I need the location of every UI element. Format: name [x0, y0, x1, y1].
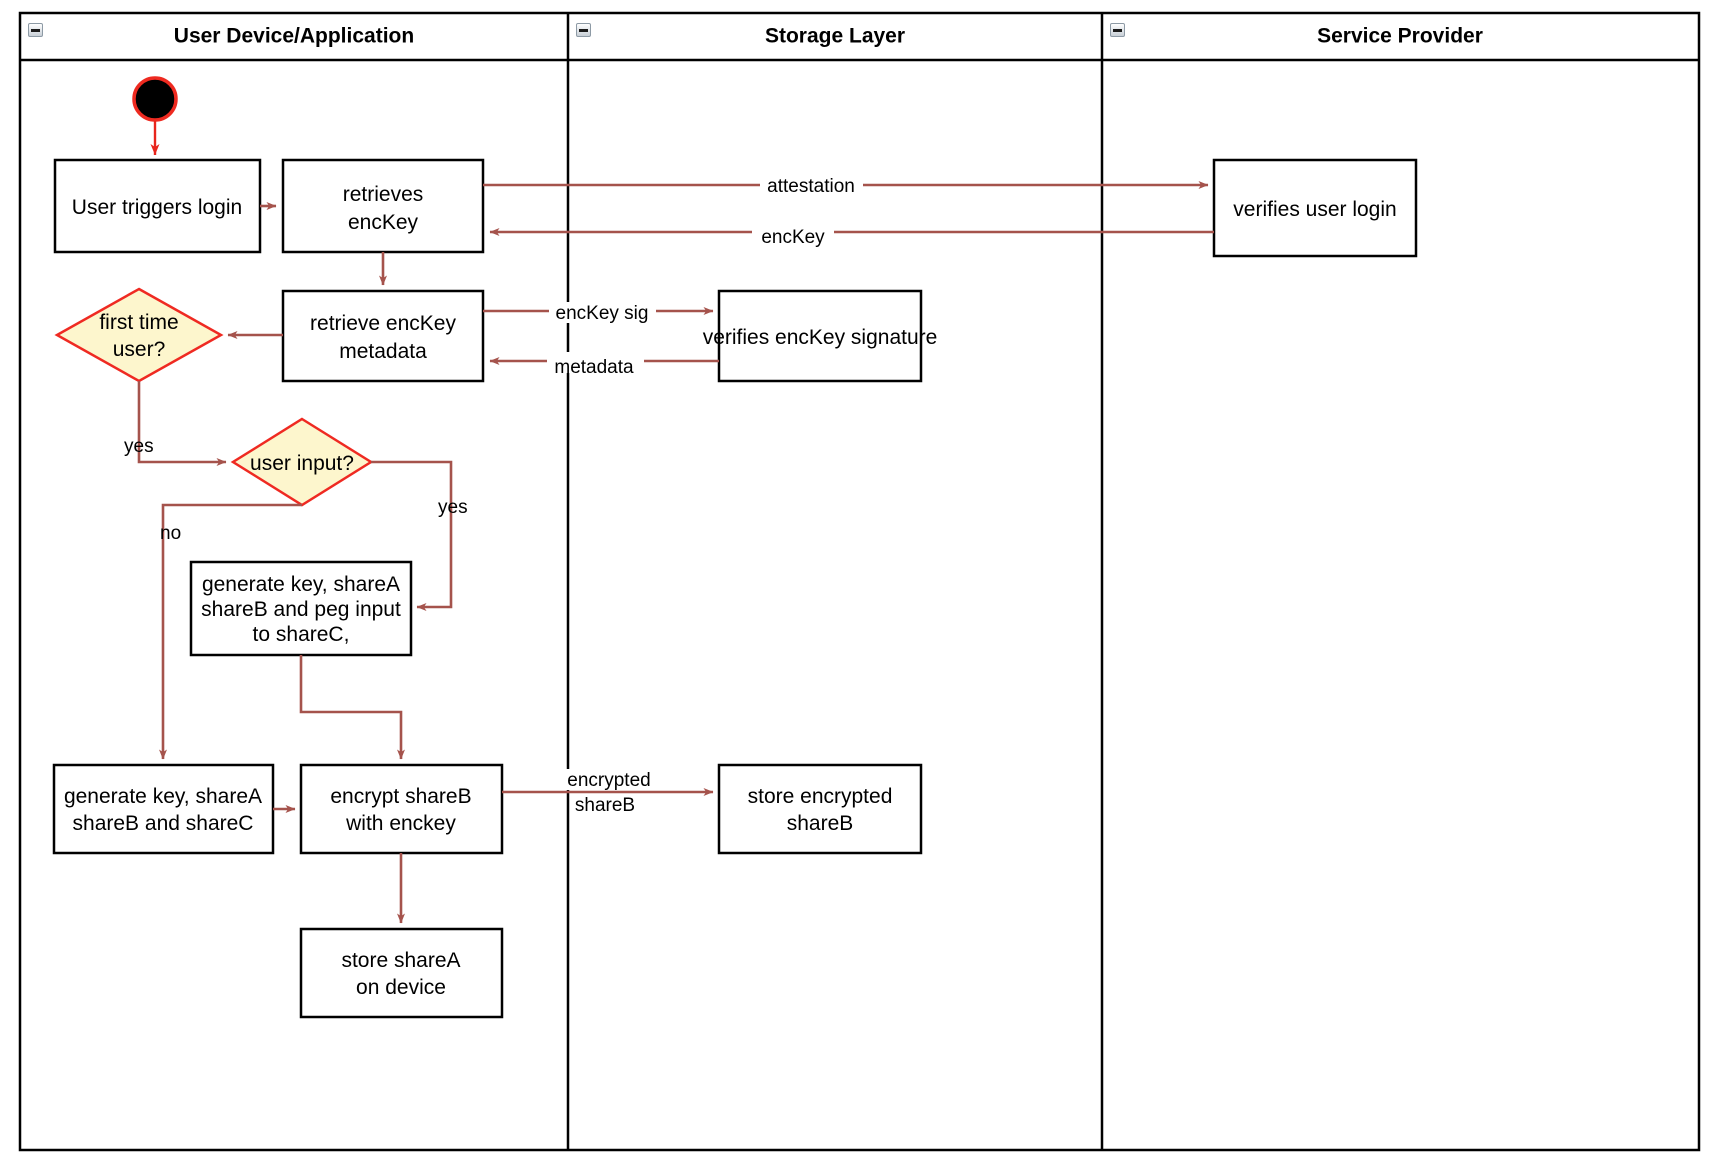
node-user-triggers-login[interactable]: User triggers login	[53, 158, 262, 254]
node-store-encrypted-shareb[interactable]: store encrypted shareB	[717, 763, 923, 855]
guard-label-yes-user-input: yes	[438, 497, 468, 518]
flow-generate-peg-to-encrypt-shareb	[299, 655, 405, 760]
node-label: verifies user login	[1233, 198, 1396, 221]
decision-label-line1: first time	[99, 311, 178, 334]
node-label-line1: store shareA	[341, 949, 460, 972]
collapse-icon-storage-layer[interactable]	[576, 23, 591, 37]
node-label-line1: encrypt shareB	[330, 785, 471, 808]
node-label-line1: generate key, shareA	[202, 573, 400, 596]
label-bg-attestation	[760, 176, 863, 198]
node-label-line2: shareB and shareC	[73, 812, 254, 835]
guard-label-yes-first-time: yes	[124, 436, 154, 457]
edge-label-enckey: encKey	[761, 227, 825, 248]
lane-title-user-device: User Device/Application	[174, 25, 414, 48]
node-verifies-user-login[interactable]: verifies user login	[1212, 158, 1418, 258]
node-generate-key-shares[interactable]: generate key, shareA shareB and shareC	[52, 763, 275, 855]
decision-user-input[interactable]: user input?	[230, 417, 374, 507]
decision-label: user input?	[250, 452, 354, 475]
guard-label-no-user-input: no	[160, 523, 181, 544]
label-bg-metadata	[547, 352, 644, 373]
node-store-sharea-on-device[interactable]: store shareA on device	[299, 927, 504, 1019]
edge-label-enckey-sig: encKey sig	[556, 303, 649, 324]
flow-yes-to-user-input	[137, 381, 227, 466]
node-encrypt-shareb[interactable]: encrypt shareB with enckey	[299, 763, 504, 855]
edge-label-encrypted-shareb-line2: shareB	[575, 795, 635, 816]
lane-title-service-provider: Service Provider	[1317, 25, 1483, 48]
node-label-line2: metadata	[339, 340, 427, 363]
decision-label-line2: user?	[113, 338, 166, 361]
node-label: verifies encKey signature	[703, 326, 938, 349]
node-retrieves-enckey[interactable]: retrieves encKey	[281, 158, 485, 254]
node-retrieve-enckey-metadata[interactable]: retrieve encKey metadata	[281, 289, 485, 383]
edge-label-attestation: attestation	[767, 176, 855, 197]
node-generate-key-peg-input[interactable]: generate key, shareA shareB and peg inpu…	[189, 560, 413, 657]
flow-user-input-yes-to-generate-peg	[371, 460, 453, 611]
node-label-line2: encKey	[348, 211, 419, 234]
decision-first-time-user[interactable]: first time user?	[54, 287, 224, 383]
node-label-line2: shareB and peg input	[201, 598, 401, 621]
node-label-line1: retrieves	[343, 183, 424, 206]
node-label-line2: on device	[356, 976, 446, 999]
lane-title-storage-layer: Storage Layer	[765, 25, 905, 48]
flow-user-input-no-branch	[161, 503, 302, 527]
node-label-line1: store encrypted	[748, 785, 893, 808]
node-label-line1: retrieve encKey	[310, 312, 456, 335]
node-label-line3: to shareC,	[253, 623, 350, 646]
label-bg-enckey	[752, 222, 834, 244]
label-bg-encrypted	[562, 769, 659, 790]
node-label-line2: with enckey	[345, 812, 456, 835]
edge-label-encrypted-shareb-line1: encrypted	[567, 770, 650, 791]
node-verifies-enckey-signature[interactable]: verifies encKey signature	[703, 289, 938, 383]
collapse-icon-user-device[interactable]	[28, 23, 43, 37]
node-label-line2: shareB	[787, 812, 854, 835]
edge-label-metadata: metadata	[554, 357, 634, 378]
collapse-icon-service-provider[interactable]	[1110, 23, 1125, 37]
label-bg-enckey-sig	[549, 302, 656, 323]
node-label-line1: generate key, shareA	[64, 785, 262, 808]
start-node[interactable]	[132, 76, 178, 122]
node-label: User triggers login	[72, 196, 242, 219]
